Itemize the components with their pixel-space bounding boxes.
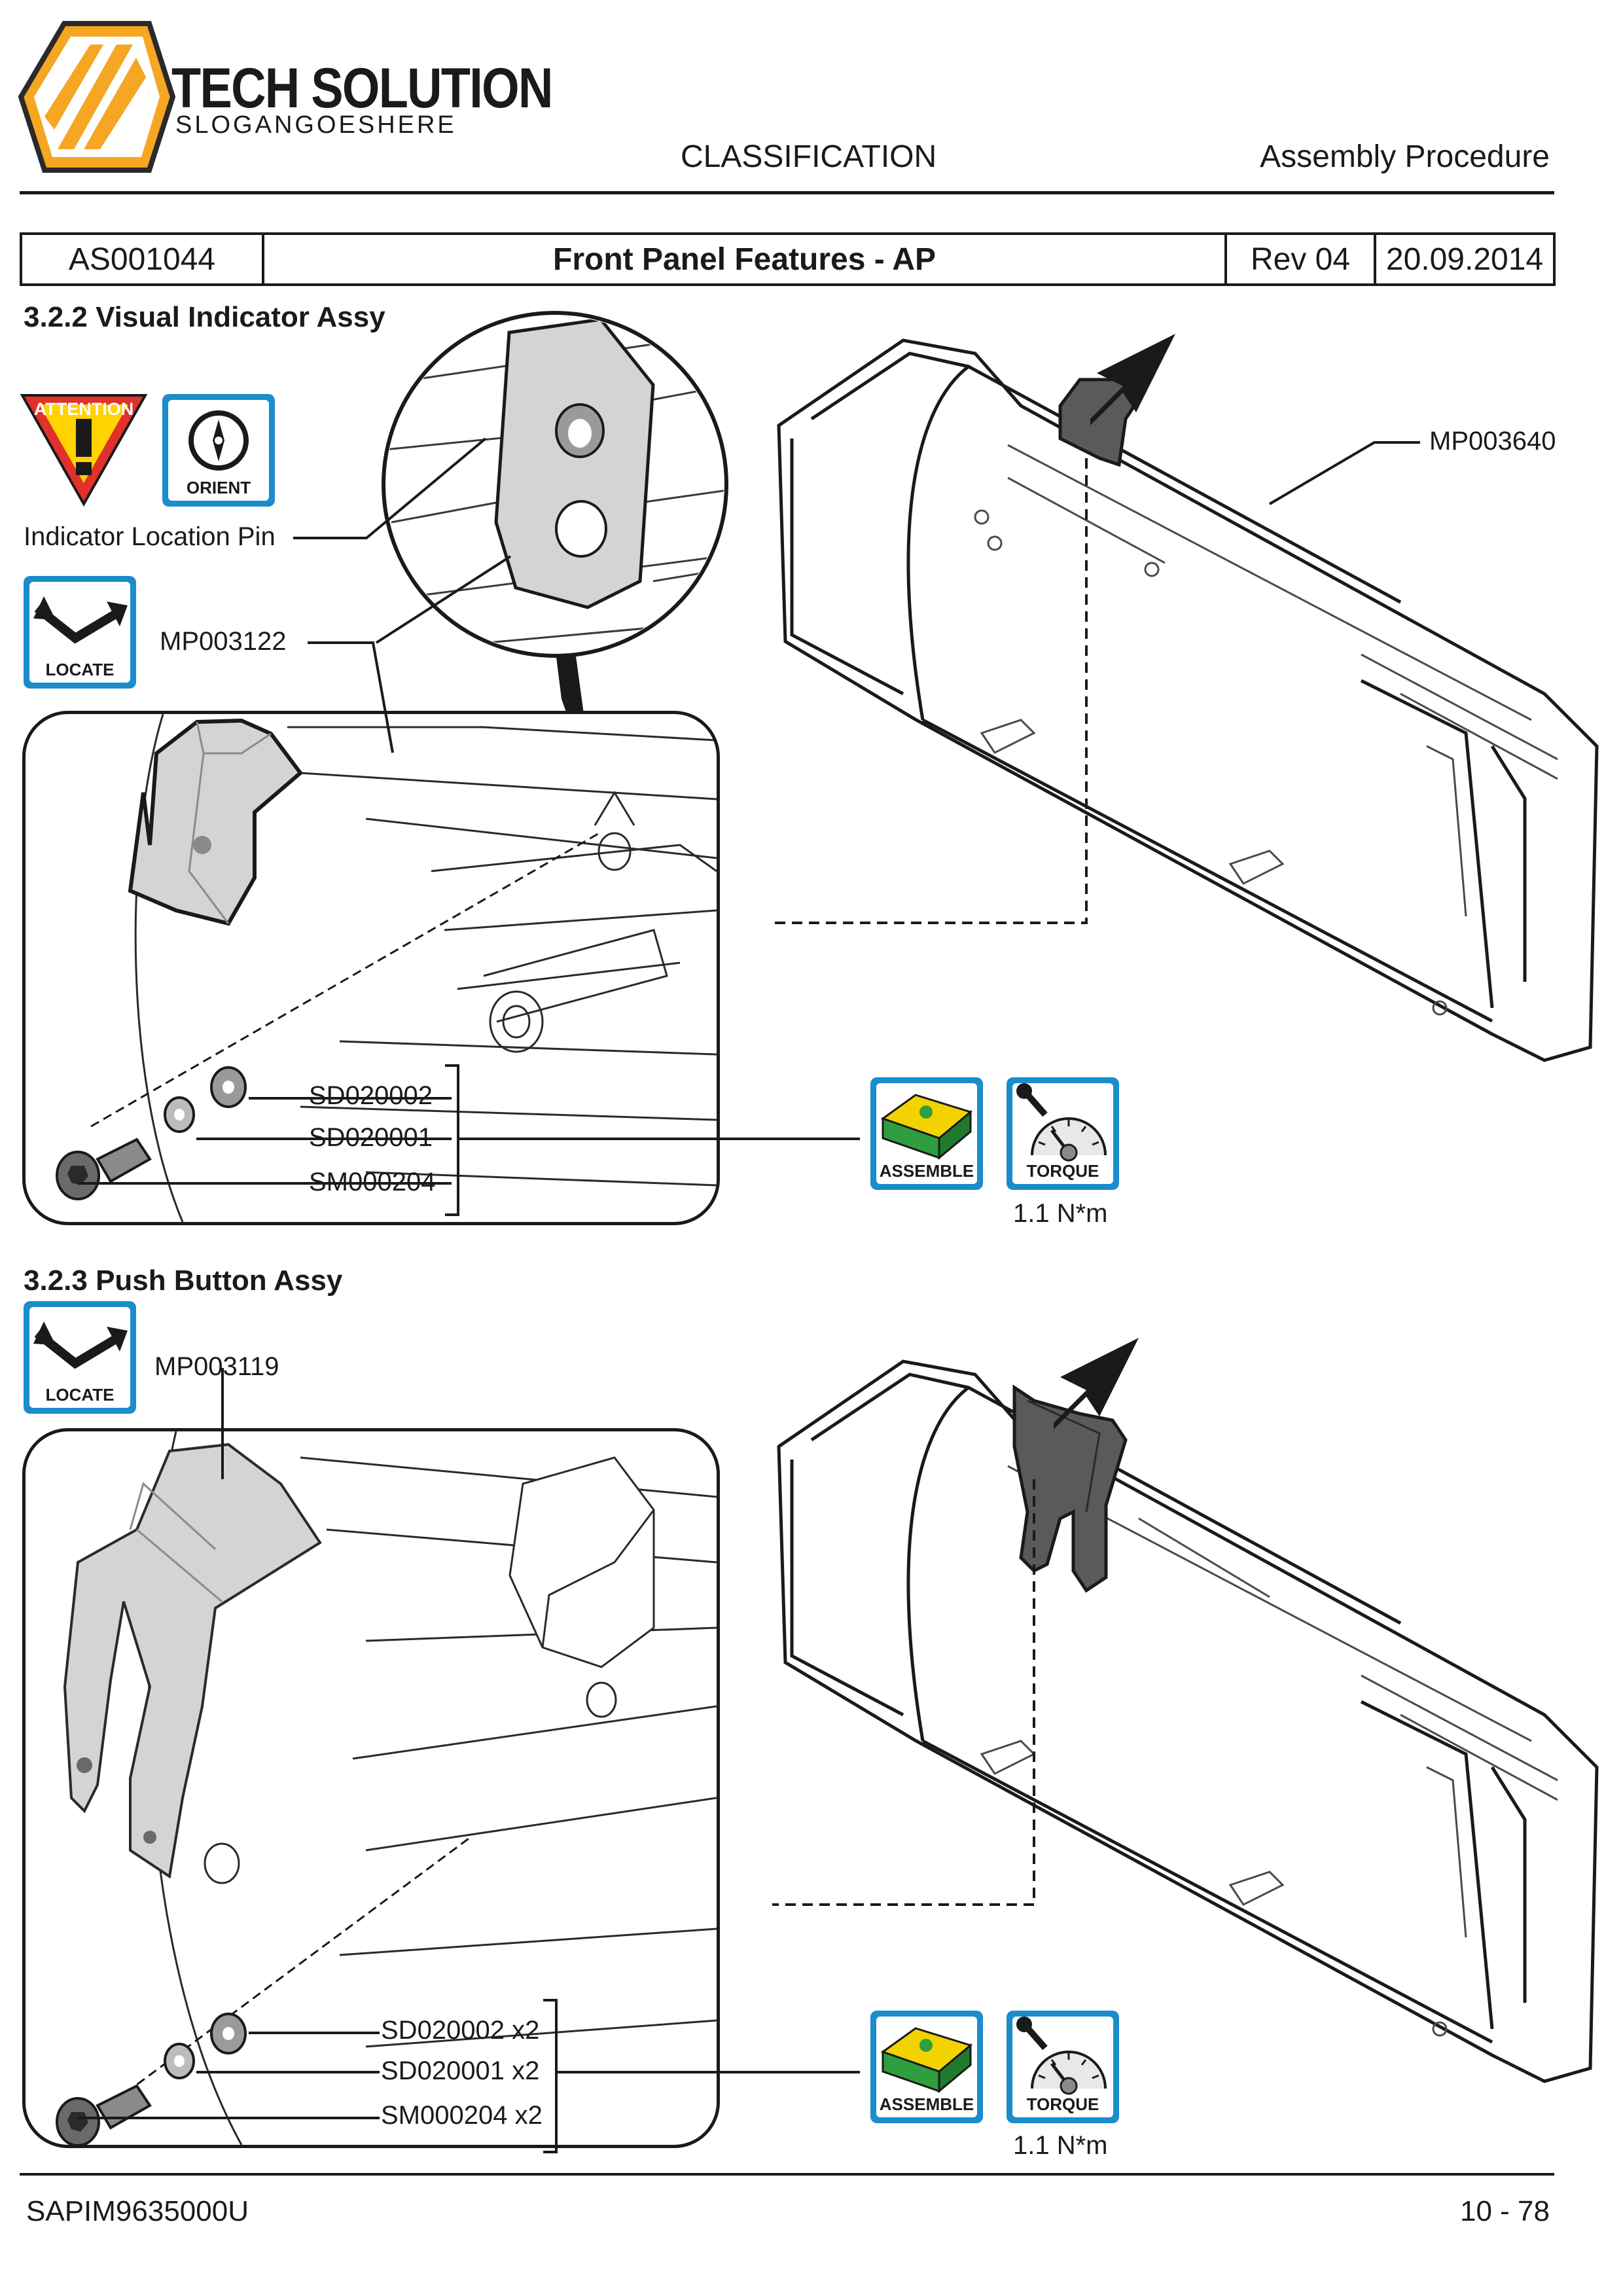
fastener-sd020002: SD020002	[309, 1081, 433, 1110]
attention-warning-icon: ATTENTION	[20, 391, 148, 508]
callout-mp003119: MP003119	[154, 1352, 279, 1381]
torque-wrench-gauge-icon: TORQUE	[1007, 2011, 1119, 2123]
locate-label: LOCATE	[45, 1385, 115, 1405]
brand-slogan: SLOGANGOESHERE	[175, 111, 457, 139]
document-type: Assembly Procedure	[1260, 139, 1550, 174]
locate-label: LOCATE	[45, 660, 115, 679]
assemble-label: ASSEMBLE	[879, 1161, 974, 1181]
logo-hexagon-icon	[18, 21, 176, 173]
classification-label: CLASSIFICATION	[681, 139, 937, 174]
callout-mp003640: MP003640	[1429, 427, 1556, 456]
assemble-label: ASSEMBLE	[879, 2094, 974, 2114]
fastener-sm000204: SM000204	[309, 1168, 436, 1196]
fastener-sd020001-x2: SD020001 x2	[381, 2056, 540, 2085]
front-panel-drawing-1	[726, 327, 1610, 1093]
orient-compass-icon: ORIENT	[162, 394, 275, 507]
section-heading-visual-indicator: 3.2.2 Visual Indicator Assy	[24, 301, 385, 333]
front-panel-drawing-2	[726, 1348, 1610, 2114]
attention-label: ATTENTION	[33, 399, 134, 419]
assemble-puzzle-icon: ASSEMBLE	[870, 2011, 983, 2123]
torque-label: TORQUE	[1026, 1161, 1099, 1181]
torque-value-2: 1.1 N*m	[1013, 2131, 1108, 2160]
callout-indicator-location-pin: Indicator Location Pin	[24, 522, 276, 551]
torque-wrench-gauge-icon: TORQUE	[1007, 1077, 1119, 1190]
torque-value-1: 1.1 N*m	[1013, 1199, 1108, 1228]
footer-page-number: 10 - 78	[1460, 2195, 1550, 2227]
locate-arrows-icon: LOCATE	[24, 1301, 136, 1414]
document-id: AS001044	[20, 232, 264, 286]
orient-label: ORIENT	[186, 478, 251, 497]
pointer-arrow-icon	[1054, 1338, 1139, 1429]
header-rule	[20, 191, 1554, 194]
assemble-puzzle-icon: ASSEMBLE	[870, 1077, 983, 1190]
detail-frame-push-button	[22, 1428, 720, 2148]
company-logo	[18, 18, 176, 175]
locate-arrows-icon: LOCATE	[24, 576, 136, 689]
footer-rule	[20, 2173, 1554, 2176]
fastener-sm000204-x2: SM000204 x2	[381, 2101, 543, 2130]
section-heading-push-button: 3.2.3 Push Button Assy	[24, 1265, 343, 1297]
pointer-arrow-icon	[1090, 334, 1175, 425]
document-title: Front Panel Features - AP	[262, 232, 1227, 286]
footer-document-number: SAPIM9635000U	[26, 2195, 249, 2227]
brand-name: TECH SOLUTION	[171, 57, 553, 120]
revision: Rev 04	[1224, 232, 1376, 286]
torque-label: TORQUE	[1026, 2094, 1099, 2114]
magnified-detail-circle	[378, 306, 732, 791]
title-bar: AS001044 Front Panel Features - AP Rev 0…	[20, 232, 1556, 286]
callout-mp003122: MP003122	[160, 627, 287, 656]
fastener-sd020002-x2: SD020002 x2	[381, 2016, 540, 2045]
document-date: 20.09.2014	[1374, 232, 1556, 286]
fastener-sd020001: SD020001	[309, 1123, 433, 1152]
